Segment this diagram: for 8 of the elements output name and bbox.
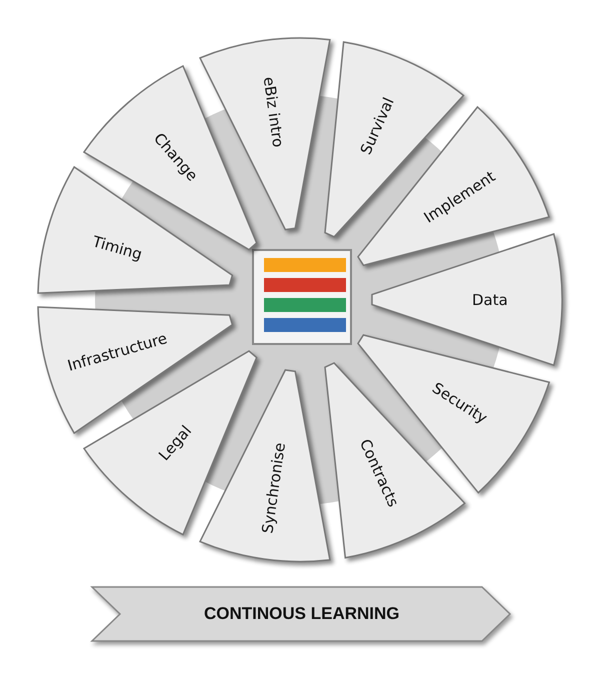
segment-label: Data (472, 290, 508, 309)
banner-label: CONTINOUS LEARNING (204, 604, 400, 624)
segment-label: eBiz intro (260, 75, 288, 148)
wedge-segment (372, 234, 562, 366)
chevron-banner (92, 585, 512, 643)
wedge-segment (200, 38, 330, 230)
segment-label: Synchronise (258, 442, 290, 535)
wedge-segment (200, 370, 330, 562)
